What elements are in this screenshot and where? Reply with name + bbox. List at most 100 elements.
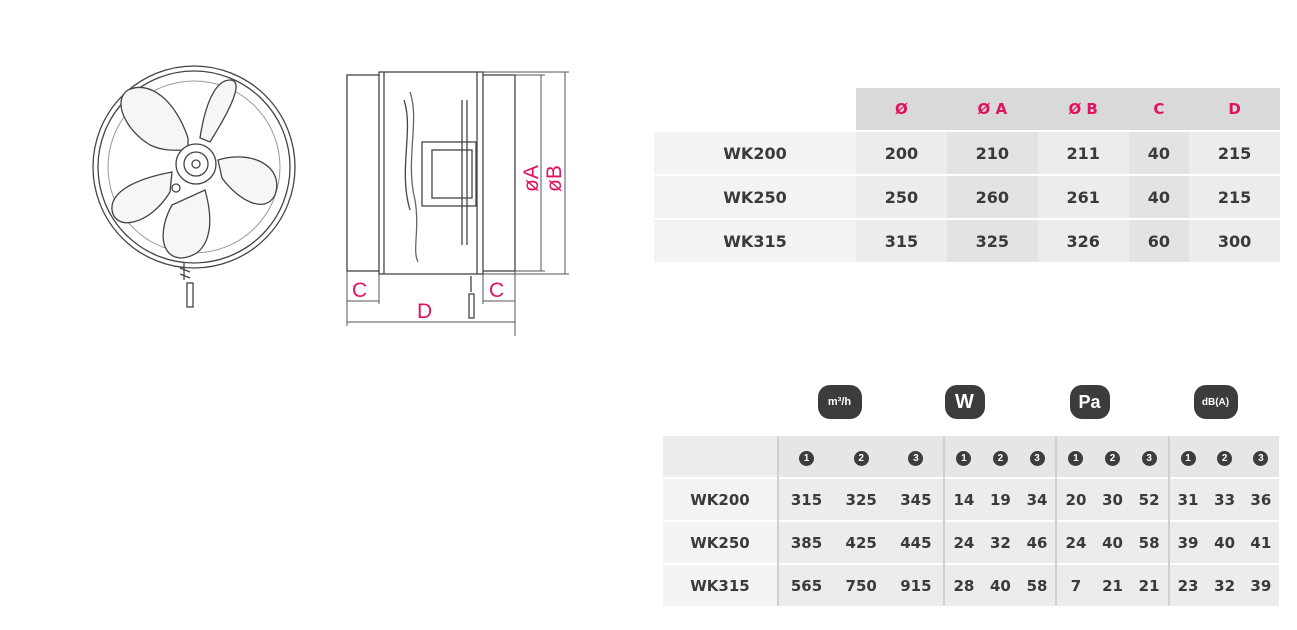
performance-value: 565: [776, 563, 835, 606]
speed-index-blank: [663, 436, 778, 478]
speed-badge: 1: [799, 451, 815, 466]
dimension-value: 326: [1037, 218, 1129, 262]
speed-badge: 2: [853, 451, 869, 466]
table-row: WK315 315 325 326 60 300: [654, 218, 1280, 262]
speed-badge: 2: [1105, 451, 1121, 466]
table-row: WK200 200 210 211 40 215: [654, 130, 1280, 175]
speed-badge: 2: [1217, 451, 1233, 466]
performance-value: 31: [1167, 477, 1207, 521]
performance-value: 36: [1242, 477, 1279, 521]
dimension-value: 215: [1189, 130, 1280, 175]
fan-side-view-icon: [346, 71, 516, 319]
speed-index-cell: 2: [1094, 436, 1131, 478]
performance-value: 58: [1130, 520, 1169, 564]
model-name: WK250: [654, 174, 856, 219]
performance-value: 7: [1055, 563, 1095, 606]
performance-value: 30: [1094, 477, 1131, 521]
speed-badge: 3: [908, 451, 924, 466]
performance-value: 39: [1242, 563, 1279, 606]
performance-value: 24: [1055, 520, 1095, 564]
speed-badge: 1: [956, 451, 972, 466]
speed-index-cell: 2: [982, 436, 1019, 478]
performance-value: 21: [1094, 563, 1131, 606]
performance-table: 1 2 3 1 2 3 1 2 3 1 2 3 WK200 315 325 34…: [663, 436, 1279, 606]
airflow-unit-badge: m³/h: [817, 385, 862, 419]
noise-group-header: dB(A): [1152, 384, 1279, 420]
performance-value: 14: [943, 477, 983, 521]
fan-technical-drawing: øA øB C C D: [92, 65, 569, 336]
dimensions-header-cell: C: [1128, 88, 1190, 131]
dimension-value: 210: [946, 130, 1038, 175]
dimensions-header-blank: [654, 88, 856, 131]
table-row: WK315 565 750 915 28 40 58 7 21 21 23 32…: [663, 563, 1279, 606]
dimension-value: 215: [1189, 174, 1280, 219]
dimension-value: 261: [1037, 174, 1129, 219]
performance-value: 23: [1167, 563, 1207, 606]
speed-index-row: 1 2 3 1 2 3 1 2 3 1 2 3: [663, 436, 1279, 478]
performance-value: 46: [1018, 520, 1057, 564]
model-name: WK200: [663, 477, 778, 521]
performance-value: 345: [888, 477, 945, 521]
noise-unit-badge: dB(A): [1193, 385, 1238, 419]
performance-value: 21: [1130, 563, 1169, 606]
airflow-group-header: m³/h: [777, 384, 902, 420]
model-name: WK200: [654, 130, 856, 175]
performance-value: 915: [888, 563, 945, 606]
performance-value: 750: [834, 563, 889, 606]
speed-index-cell: 3: [1018, 436, 1057, 478]
performance-value: 32: [982, 520, 1019, 564]
table-row: WK200 315 325 345 14 19 34 20 30 52 31 3…: [663, 477, 1279, 521]
dimension-value: 250: [856, 174, 947, 219]
performance-value: 24: [943, 520, 983, 564]
dimensions-header-cell: D: [1189, 88, 1280, 131]
dimension-label-c-left: C: [352, 279, 367, 302]
speed-index-cell: 3: [1130, 436, 1169, 478]
speed-index-cell: 1: [1167, 436, 1207, 478]
dimension-lines: [346, 71, 569, 336]
performance-value: 32: [1206, 563, 1243, 606]
speed-index-cell: 1: [943, 436, 983, 478]
model-name: WK250: [663, 520, 778, 564]
dimensions-header-row: Ø Ø A Ø B C D: [654, 88, 1280, 131]
speed-badge: 1: [1068, 451, 1084, 466]
dimension-label-d: D: [417, 300, 432, 323]
dimension-value: 200: [856, 130, 947, 175]
speed-index-cell: 2: [834, 436, 889, 478]
speed-badge: 3: [1141, 451, 1157, 466]
speed-badge: 1: [1180, 451, 1196, 466]
dimension-value: 60: [1128, 218, 1190, 262]
performance-value: 385: [776, 520, 835, 564]
performance-value: 39: [1167, 520, 1207, 564]
performance-value: 40: [1094, 520, 1131, 564]
dimension-value: 300: [1189, 218, 1280, 262]
dimensions-header-cell: Ø A: [946, 88, 1038, 131]
power-unit-badge: W: [944, 385, 985, 419]
dimension-label-b: øB: [543, 165, 566, 192]
performance-value: 40: [1206, 520, 1243, 564]
dimension-value: 211: [1037, 130, 1129, 175]
speed-index-cell: 1: [776, 436, 835, 478]
performance-value: 28: [943, 563, 983, 606]
performance-value: 20: [1055, 477, 1095, 521]
speed-badge: 2: [992, 451, 1008, 466]
fan-front-view-icon: [92, 65, 296, 308]
speed-badge: 3: [1253, 451, 1269, 466]
power-group-header: W: [902, 384, 1027, 420]
speed-index-cell: 3: [1242, 436, 1279, 478]
model-name: WK315: [663, 563, 778, 606]
model-name: WK315: [654, 218, 856, 262]
table-row: WK250 385 425 445 24 32 46 24 40 58 39 4…: [663, 520, 1279, 564]
performance-value: 33: [1206, 477, 1243, 521]
dimensions-header-cell: Ø B: [1037, 88, 1129, 131]
dimensions-table: Ø Ø A Ø B C D WK200 200 210 211 40 215 W…: [654, 88, 1280, 262]
speed-badge: 3: [1029, 451, 1045, 466]
dimension-value: 315: [856, 218, 947, 262]
pressure-group-header: Pa: [1027, 384, 1152, 420]
performance-value: 19: [982, 477, 1019, 521]
dimension-value: 260: [946, 174, 1038, 219]
dimensions-header-cell: Ø: [856, 88, 947, 131]
dimension-value: 40: [1128, 130, 1190, 175]
performance-value: 52: [1130, 477, 1169, 521]
dimension-label-a: øA: [520, 165, 543, 192]
performance-value: 58: [1018, 563, 1057, 606]
